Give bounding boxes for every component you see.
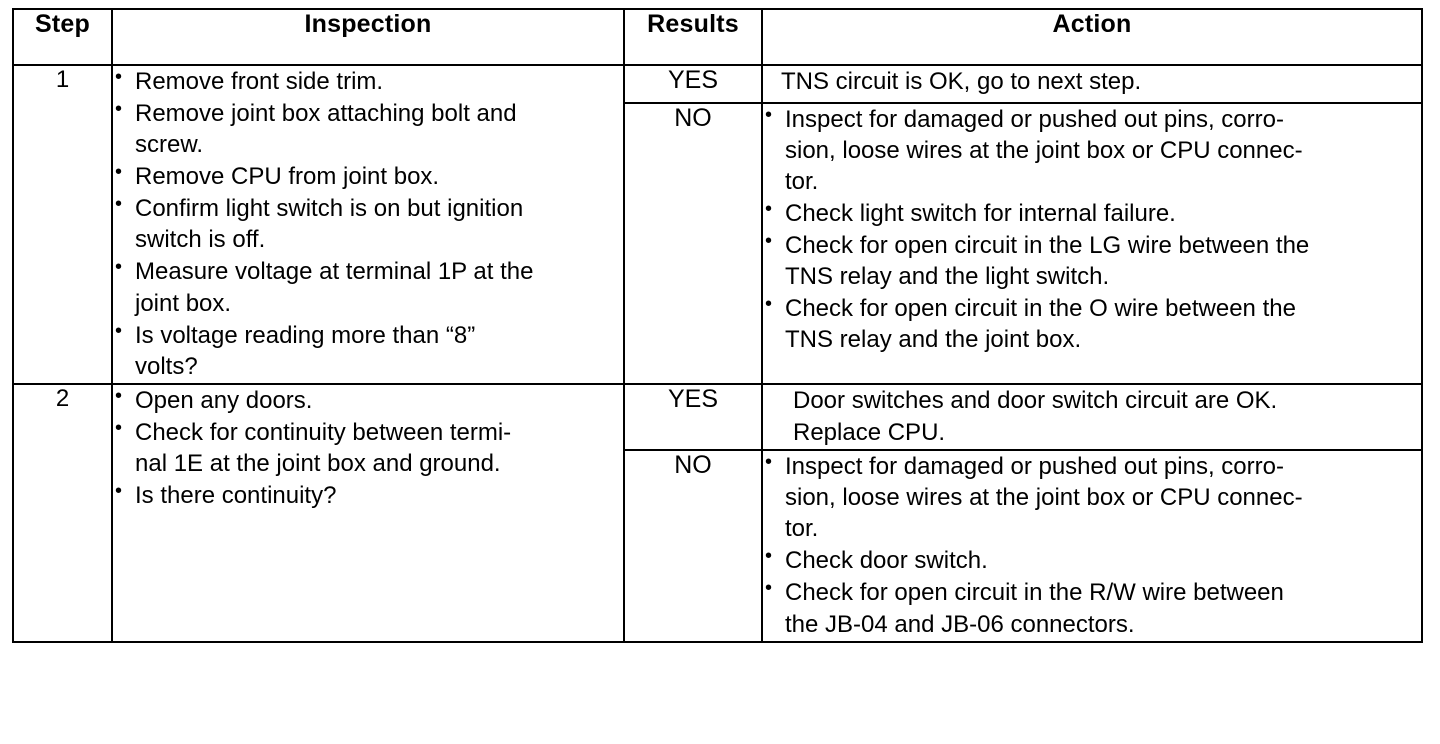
list-item: Is voltage reading more than “8” volts? (113, 319, 623, 382)
table-body: 1 Remove front side trim. Remove joint b… (12, 64, 1423, 643)
inspection-cell: Open any doors. Check for continuity bet… (111, 382, 625, 643)
list-item: Check for open circuit in the R/W wire b… (763, 576, 1421, 639)
action-cell-no: Inspect for damaged or pushed out pins, … (761, 449, 1423, 643)
result-label-yes: YES (623, 382, 763, 452)
step-number-cell: 1 (12, 64, 113, 385)
result-label-yes: YES (623, 64, 763, 104)
list-item: Is there continuity? (113, 479, 623, 511)
result-label-no: NO (623, 449, 763, 643)
list-item: Remove front side trim. (113, 65, 623, 97)
inspection-bullet-list: Open any doors. Check for continuity bet… (113, 384, 623, 511)
step-number-cell: 2 (12, 382, 113, 643)
action-bullet-list: Inspect for damaged or pushed out pins, … (763, 103, 1421, 356)
header-row: Step Inspection Results Action (12, 8, 1423, 66)
column-header-action: Action (761, 8, 1423, 66)
list-item: Confirm light switch is on but ignition … (113, 192, 623, 255)
list-item: Measure voltage at terminal 1P at the jo… (113, 255, 623, 318)
list-item: Inspect for damaged or pushed out pins, … (763, 450, 1421, 544)
action-cell-yes: TNS circuit is OK, go to next step. (761, 64, 1423, 104)
table-row: NO Inspect for damaged or pushed out pin… (13, 101, 1423, 385)
list-item: Remove CPU from joint box. (113, 160, 623, 192)
list-item: Check for open circuit in the O wire bet… (763, 292, 1421, 355)
column-header-inspection: Inspection (111, 8, 625, 66)
inspection-bullet-list: Remove front side trim. Remove joint box… (113, 65, 623, 382)
action-text: Replace CPU. (793, 418, 946, 446)
result-label-no: NO (623, 101, 763, 385)
table-row: 1 Remove front side trim. Remove joint b… (12, 64, 1423, 385)
column-header-results: Results (623, 8, 763, 66)
list-item: Check for open circuit in the LG wire be… (763, 229, 1421, 292)
troubleshooting-table: Step Inspection Results Action 1 Remove … (12, 8, 1423, 643)
list-item: Inspect for damaged or pushed out pins, … (763, 103, 1421, 197)
list-item: Check door switch. (763, 544, 1421, 576)
column-header-step: Step (12, 8, 113, 66)
list-item: Check light switch for internal failure. (763, 197, 1421, 229)
action-bullet-list: Inspect for damaged or pushed out pins, … (763, 450, 1421, 639)
action-text: TNS circuit is OK, go to next step. (781, 68, 1142, 95)
list-item: Remove joint box attaching bolt and scre… (113, 97, 623, 160)
action-cell-yes: Door switches and door switch circuit ar… (761, 382, 1423, 452)
table-row: NO Inspect for damaged or pushed out pin… (13, 449, 1423, 643)
action-cell-no: Inspect for damaged or pushed out pins, … (761, 101, 1423, 385)
table-row: 2 Open any doors. Check for continuity b… (12, 382, 1423, 643)
list-item: Open any doors. (113, 384, 623, 416)
inspection-cell: Remove front side trim. Remove joint box… (111, 64, 625, 385)
list-item: Check for continuity between termi- nal … (113, 416, 623, 479)
table-header: Step Inspection Results Action (12, 8, 1423, 66)
action-text: Door switches and door switch circuit ar… (793, 386, 1278, 414)
